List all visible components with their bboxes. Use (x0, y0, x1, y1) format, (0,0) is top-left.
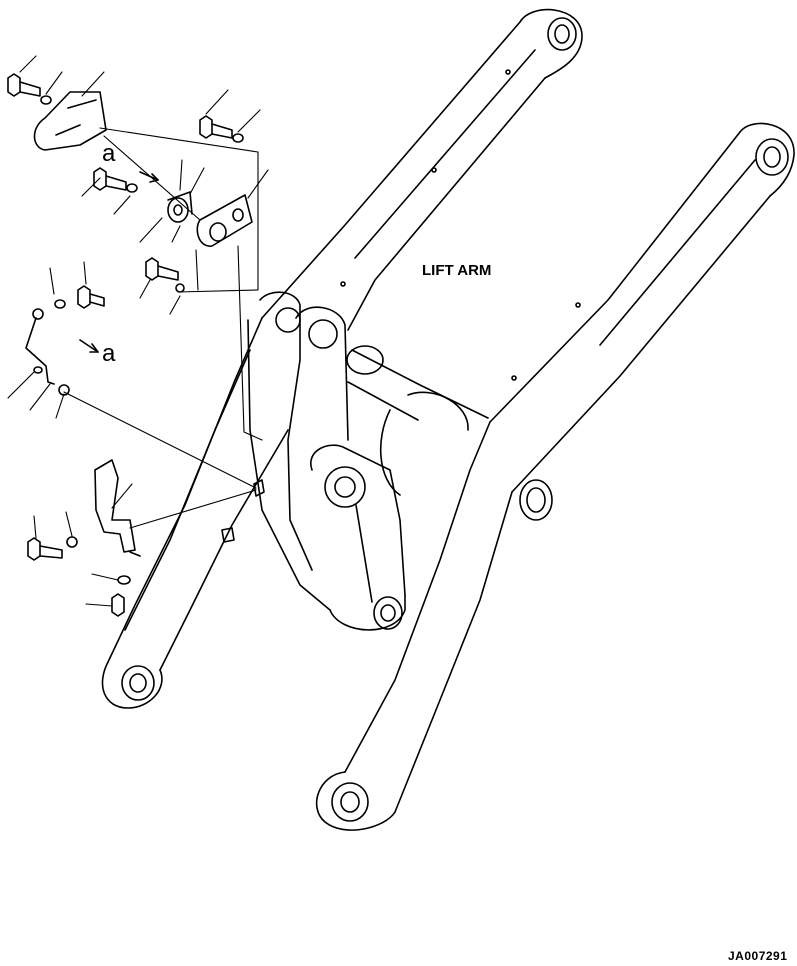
lower-bracket (27, 459, 141, 617)
bell-crank (221, 291, 406, 631)
drawing-number: JA007291 (728, 949, 788, 963)
front-arm (315, 122, 795, 831)
reference-mark-a-upper: a (102, 140, 116, 167)
lift-arm-label: LIFT ARM (422, 262, 492, 279)
cross-tube (346, 345, 489, 496)
rear-arm (101, 8, 583, 709)
upper-hardware (7, 73, 253, 293)
leader-lines (7, 55, 269, 607)
rod-hardware (25, 285, 105, 396)
reference-mark-a-lower: a (102, 340, 116, 367)
